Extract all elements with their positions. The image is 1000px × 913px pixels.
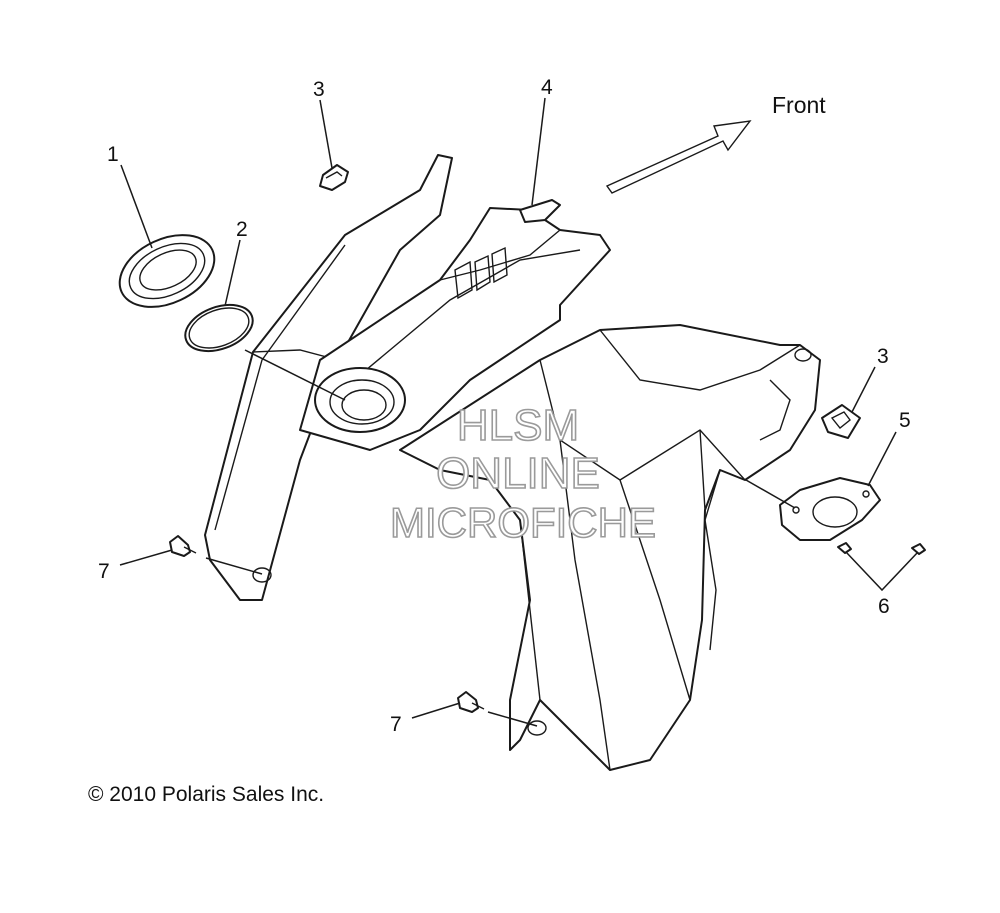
callout-7-left: 7 [98, 560, 110, 583]
callout-3-right: 3 [877, 345, 889, 368]
watermark-line-2: ONLINE [436, 449, 600, 498]
bezel-plate-part [779, 477, 881, 541]
callout-5: 5 [899, 409, 911, 432]
clip-part-right [821, 404, 861, 439]
clip-part-upper [319, 164, 349, 191]
push-rivet-part-lower [457, 691, 485, 713]
callout-3-upper: 3 [313, 78, 325, 101]
callout-1: 1 [107, 143, 119, 166]
seal-grommet-part [118, 234, 216, 308]
watermark-line-3: MICROFICHE [390, 499, 656, 546]
copyright-text: © 2010 Polaris Sales Inc. [88, 783, 324, 806]
front-arrow [605, 120, 752, 194]
screws-part [837, 542, 926, 555]
o-ring-part [184, 303, 254, 353]
callout-2: 2 [236, 218, 248, 241]
watermark-line-1: HLSM [457, 401, 579, 450]
callout-7-lower: 7 [390, 713, 402, 736]
push-rivet-part-left [169, 535, 197, 557]
leader-lines [119, 97, 919, 727]
tank-shroud-part [204, 154, 821, 771]
callout-6: 6 [878, 595, 890, 618]
callout-4: 4 [541, 76, 553, 99]
front-label: Front [772, 92, 826, 118]
